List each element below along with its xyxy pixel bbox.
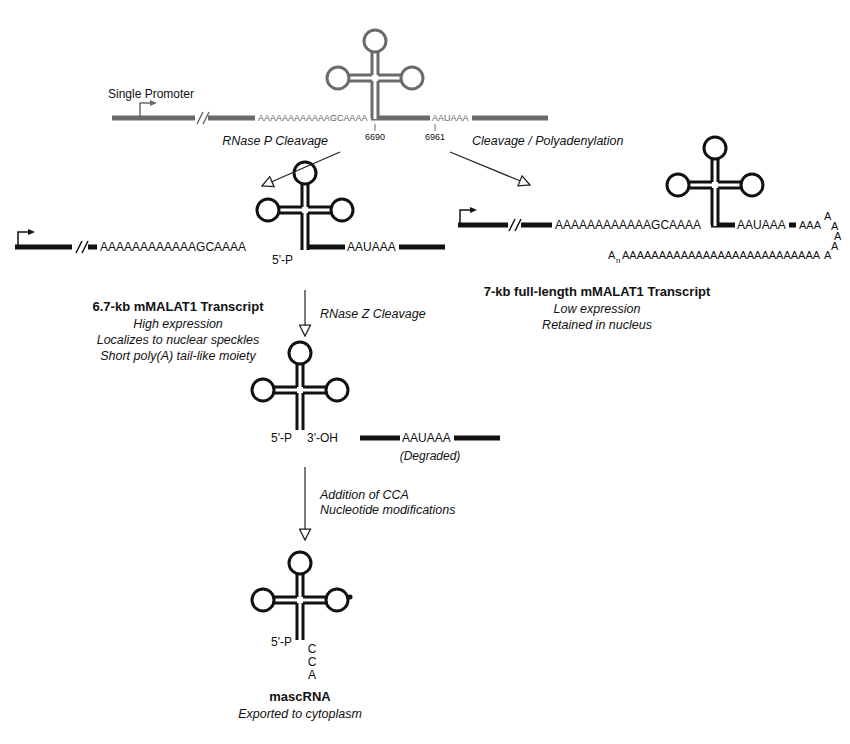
sequence-label: AAAAAAAAAAAAAAAAAAAAAAAAAAA <box>622 250 820 261</box>
degraded-fragment: AAUAAA (Degraded) <box>355 425 505 470</box>
process-arrow <box>450 152 530 185</box>
transcript-figure: AAAAAAAAAAAAGCAAAAAAUAAAAAAAAAAAAnAAAAAA… <box>455 140 847 265</box>
sequence-label: CCA <box>306 643 318 683</box>
figure-note: Short poly(A) tail-like moiety <box>100 350 256 363</box>
process-arrow <box>262 152 340 186</box>
sequence-label: 3'-OH <box>307 432 338 444</box>
sequence-label: Single Promoter <box>108 88 194 100</box>
transcript-figure: AAAAAAAAAAAAGCAAAA5'-PAAUAAA6.7-kb mMALA… <box>10 160 450 270</box>
trna-like-structure <box>252 342 348 431</box>
sequence-label: A <box>831 241 838 252</box>
process-arrow <box>304 290 305 336</box>
trna-like-structure <box>257 162 353 251</box>
sequence-label: 6690 <box>365 133 385 142</box>
sequence-label: A <box>824 211 831 222</box>
modification-mark <box>348 595 353 600</box>
figure-title: mascRNA <box>269 690 330 703</box>
sequence-label: AAUAAA <box>432 114 469 123</box>
sequence-label: AAAAAAAAAAAAGCAAAA <box>555 219 701 231</box>
edge-label: Addition of CCA Nucleotide modifications <box>318 488 472 518</box>
figure-note: Exported to cytoplasm <box>238 708 362 721</box>
sequence-label: AAAAAAAAAAAAGCAAAA <box>100 241 246 253</box>
figure-note: Low expression <box>554 303 641 316</box>
mascrna-figure: 5'-P CCA mascRNA Exported to cytoplasm <box>220 550 380 735</box>
sequence-label: 6961 <box>425 133 445 142</box>
transcript-6-7kb <box>15 232 445 253</box>
trna-like-structure <box>667 137 763 226</box>
sequence-label: AAAAAAAAAAAAGCAAAA <box>258 114 368 123</box>
trna-like-structure <box>327 30 423 119</box>
sequence-label: AAUAAA <box>737 219 786 231</box>
sequence-label: 5'-P <box>271 432 292 444</box>
figure-note: (Degraded) <box>400 450 461 462</box>
trna-like-fragment: 5'-P 3'-OH <box>250 340 350 447</box>
mascrna-structure <box>252 552 348 641</box>
edge-label: RNase Z Cleavage <box>318 307 428 322</box>
figure-note: Retained in nucleus <box>542 319 652 332</box>
sequence-label: A <box>824 250 831 261</box>
sequence-label: 5'-P <box>271 636 292 648</box>
edge-label: RNase P Cleavage <box>220 134 330 149</box>
sequence-label: AAUAAA <box>347 241 396 253</box>
figure-note: Localizes to nuclear speckles <box>97 334 260 347</box>
figure-title: 6.7-kb mMALAT1 Transcript <box>93 300 264 313</box>
sequence-label: AAUAAA <box>402 432 451 444</box>
figure-note: High expression <box>133 318 223 331</box>
sequence-label: A <box>608 250 615 261</box>
sequence-label: 5'-P <box>272 254 293 266</box>
edge-label: Cleavage / Polyadenylation <box>470 134 626 149</box>
figure-title: 7-kb full-length mMALAT1 Transcript <box>484 285 711 298</box>
sequence-label: AAA <box>799 220 821 231</box>
process-arrow <box>304 467 305 540</box>
gene-locus <box>112 103 548 131</box>
sequence-label: n <box>616 257 620 265</box>
gene-locus: Single PromoterAAAAAAAAAAAAGCAAAA AAUAAA 6… <box>105 8 555 150</box>
transcript-7kb <box>458 210 796 231</box>
